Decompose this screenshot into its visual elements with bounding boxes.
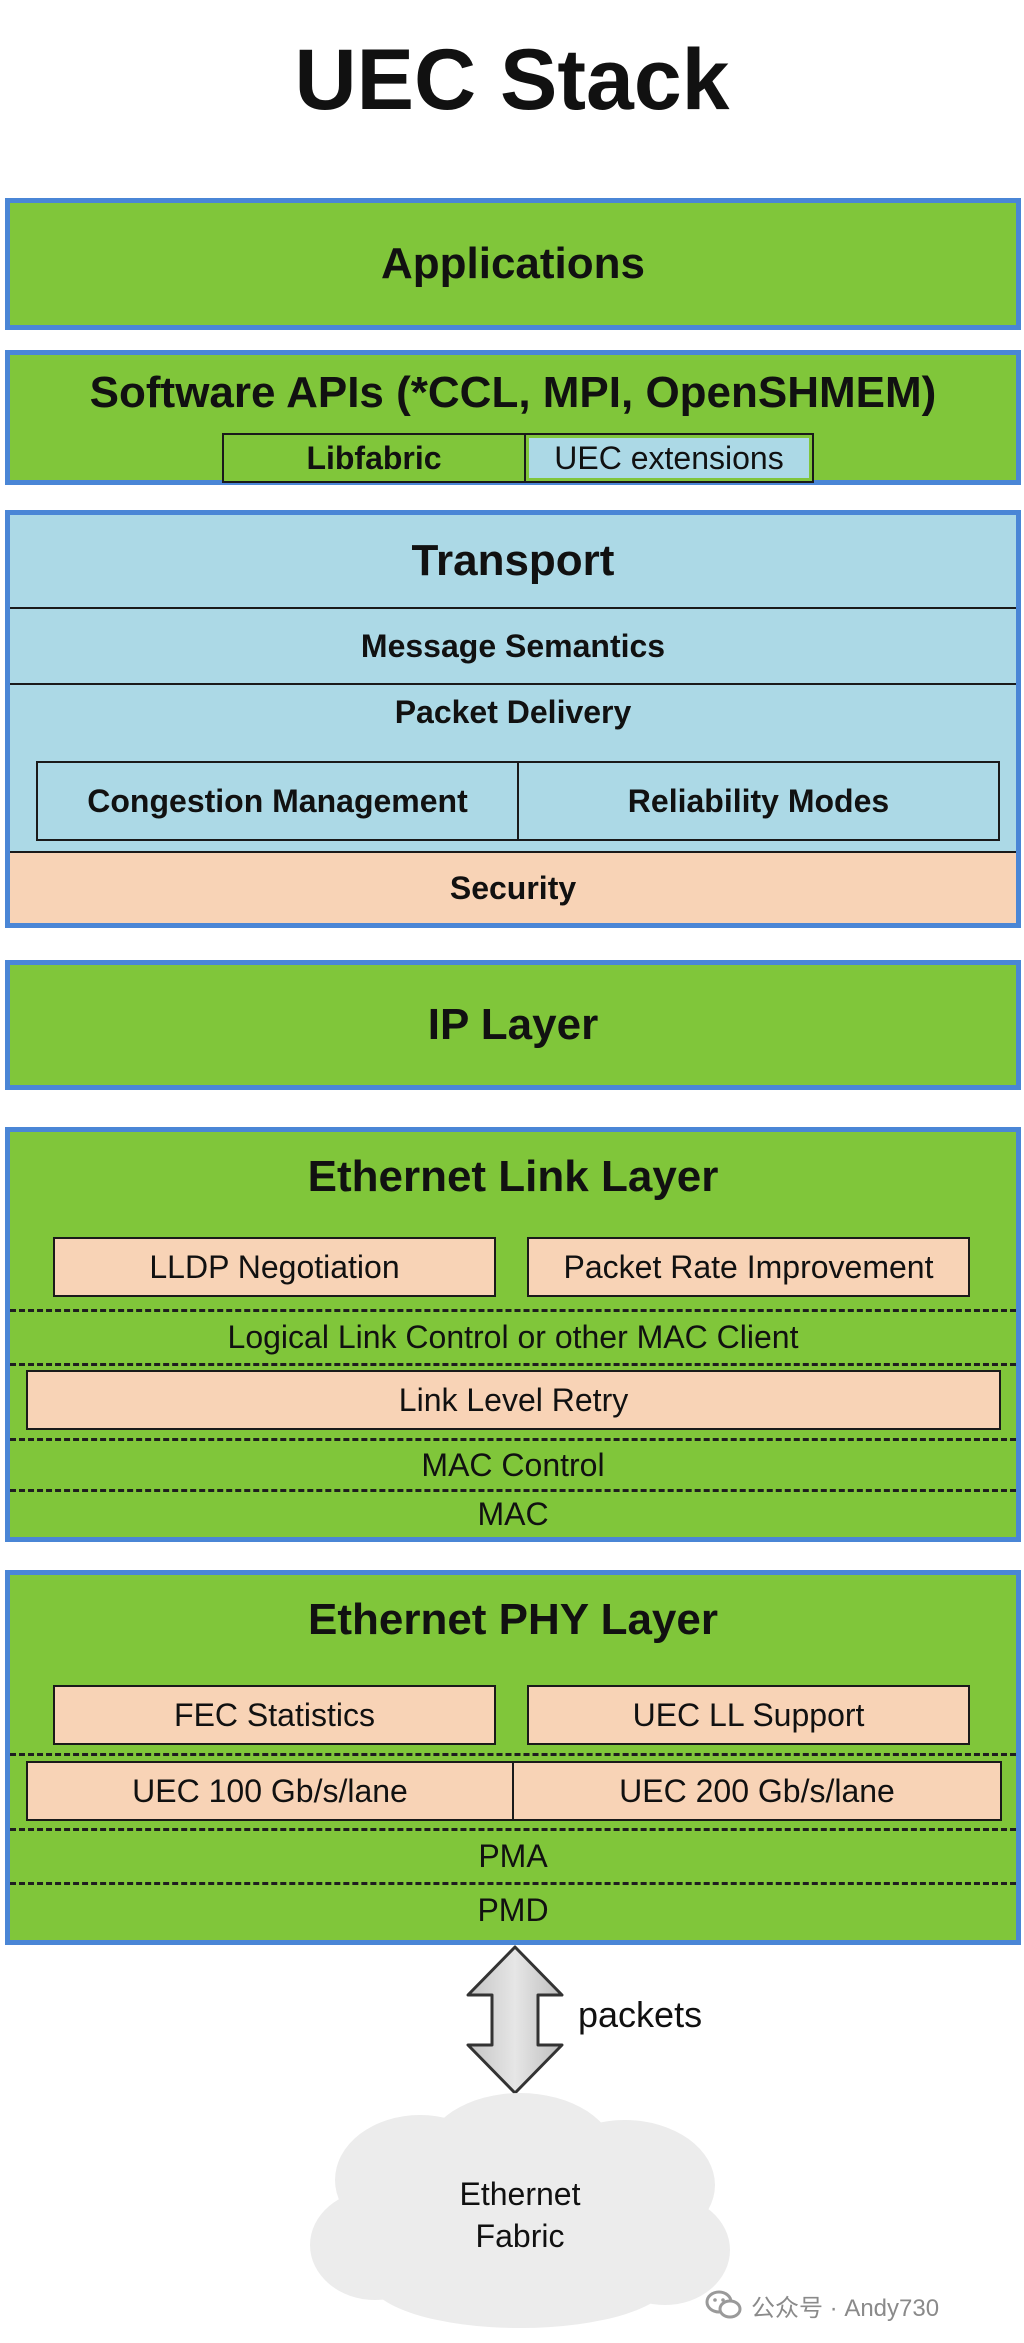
link-level-retry-box: Link Level Retry — [26, 1370, 1001, 1430]
divider-line — [10, 1828, 1016, 1831]
cloud-icon — [310, 2093, 730, 2328]
transport-layer: Transport Message Semantics Packet Deliv… — [5, 510, 1021, 928]
libfabric-box: Libfabric — [222, 433, 524, 483]
wechat-icon — [705, 2290, 742, 2319]
transport-title: Transport — [411, 536, 615, 585]
security-box: Security — [10, 851, 1016, 923]
pma-label: PMA — [478, 1837, 548, 1874]
fabric-line-2: Fabric — [475, 2218, 565, 2254]
ethernet-link-title: Ethernet Link Layer — [307, 1152, 719, 1201]
uec-200g-lane-box: UEC 200 Gb/s/lane — [512, 1761, 1002, 1821]
uec-100g-lane-box: UEC 100 Gb/s/lane — [26, 1761, 514, 1821]
mac-control-label: MAC Control — [421, 1446, 605, 1483]
ip-layer: IP Layer — [5, 960, 1021, 1090]
lldp-negotiation-box: LLDP Negotiation — [53, 1237, 496, 1297]
uec-extensions-box: UEC extensions — [524, 433, 814, 483]
pmd-label: PMD — [477, 1891, 549, 1928]
packet-rate-improvement-box: Packet Rate Improvement — [527, 1237, 970, 1297]
divider-line — [10, 1363, 1016, 1366]
packets-label: packets — [578, 1994, 703, 2035]
fec-statistics-box: FEC Statistics — [53, 1685, 496, 1745]
ethernet-fabric-label: Ethernet Fabric — [405, 2160, 635, 2270]
divider-line — [10, 1438, 1016, 1441]
divider-line — [10, 1882, 1016, 1885]
reliability-modes-box: Reliability Modes — [517, 761, 1000, 841]
software-apis-title: Software APIs (*CCL, MPI, OpenSHMEM) — [89, 368, 937, 417]
divider-line — [10, 1753, 1016, 1756]
fabric-line-1: Ethernet — [459, 2176, 581, 2212]
mac-label: MAC — [477, 1496, 549, 1532]
congestion-management-box: Congestion Management — [36, 761, 519, 841]
message-semantics-box: Message Semantics — [10, 607, 1016, 685]
software-apis-layer: Software APIs (*CCL, MPI, OpenSHMEM) Lib… — [5, 350, 1021, 485]
divider-line — [10, 1309, 1016, 1312]
ethernet-phy-layer: Ethernet PHY Layer FEC Statistics UEC LL… — [5, 1570, 1021, 1945]
llc-label: Logical Link Control or other MAC Client — [227, 1318, 799, 1355]
diagram-title: UEC Stack — [294, 31, 730, 128]
ethernet-phy-title: Ethernet PHY Layer — [307, 1595, 718, 1644]
watermark-text: 公众号 · Andy730 — [751, 2294, 940, 2322]
divider-line — [10, 1489, 1016, 1492]
watermark: 公众号 · Andy730 — [705, 2285, 1005, 2325]
packet-delivery-label: Packet Delivery — [394, 693, 632, 730]
applications-layer: Applications — [5, 198, 1021, 330]
uec-ll-support-box: UEC LL Support — [527, 1685, 970, 1745]
ethernet-link-layer: Ethernet Link Layer LLDP Negotiation Pac… — [5, 1127, 1021, 1542]
double-arrow-icon — [466, 1945, 564, 2095]
